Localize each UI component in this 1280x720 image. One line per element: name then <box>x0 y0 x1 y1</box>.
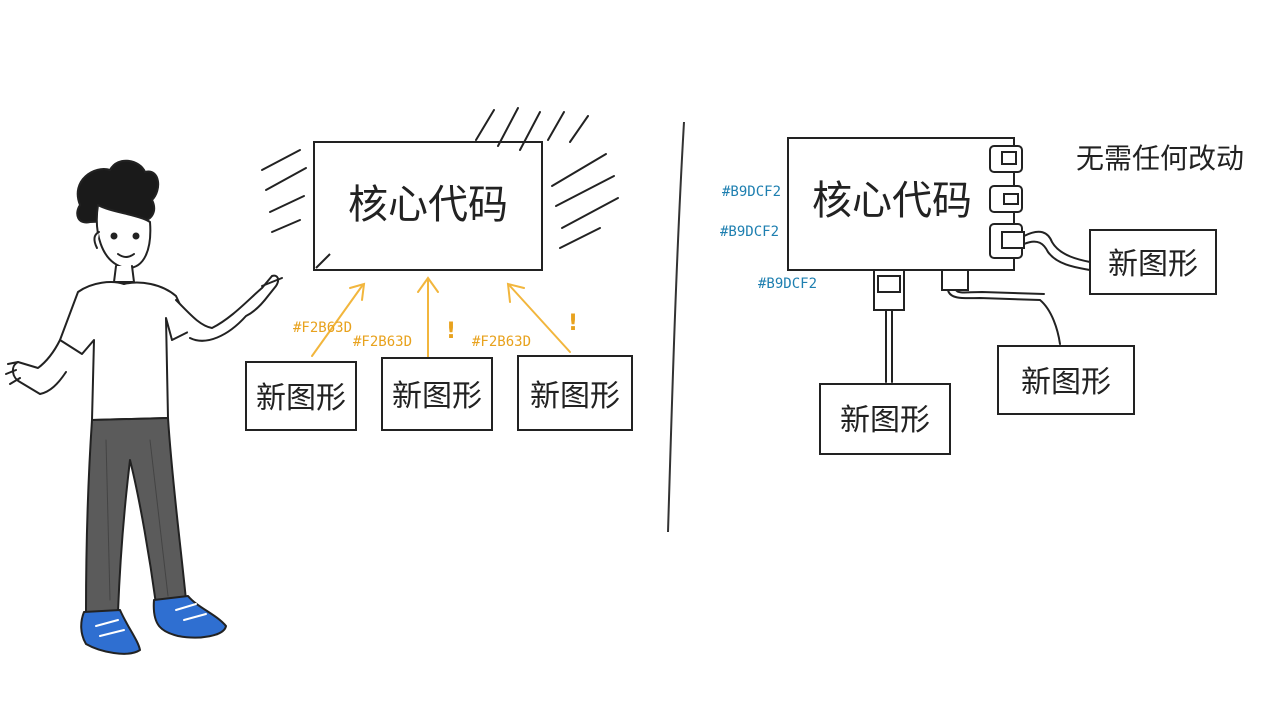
arrow-group <box>311 276 571 359</box>
plug-color-label-2: #B9DCF2 <box>720 224 779 240</box>
new-shape-box-right-3: 新图形 <box>997 345 1135 415</box>
no-change-note: 无需任何改动 <box>1076 142 1244 175</box>
new-shape-label: 新图形 <box>840 403 930 438</box>
cable-group <box>885 230 1091 383</box>
plug-color-label-1: #B9DCF2 <box>722 184 781 200</box>
plug-connector-icon <box>873 269 969 311</box>
core-code-box: 核心代码 <box>313 141 543 271</box>
warning-mark-icon: ! <box>568 311 578 336</box>
plug-connector-icon <box>989 145 1025 259</box>
panel-divider <box>667 121 685 533</box>
core-code-label: 核心代码 <box>812 178 972 224</box>
arrow-color-label-1: #F2B63D <box>293 320 352 336</box>
new-shape-box-right-1: 新图形 <box>1089 229 1217 295</box>
new-shape-box-3: 新图形 <box>517 355 633 431</box>
speed-lines-icon <box>261 107 619 249</box>
arrow-3 <box>509 285 571 353</box>
person-presenter-icon <box>5 159 283 655</box>
arrow-1 <box>311 285 363 357</box>
new-shape-label: 新图形 <box>392 379 482 414</box>
new-shape-label: 新图形 <box>256 381 346 416</box>
core-code-box-plugin: 核心代码 <box>787 137 1015 271</box>
new-shape-box-2: 新图形 <box>381 357 493 431</box>
new-shape-box-right-2: 新图形 <box>819 383 951 455</box>
arrow-color-label-2: #F2B63D <box>353 334 412 350</box>
new-shape-label: 新图形 <box>1021 365 1111 400</box>
warning-mark-icon: ! <box>446 319 456 344</box>
new-shape-box-1: 新图形 <box>245 361 357 431</box>
core-code-label: 核心代码 <box>348 182 508 228</box>
plug-color-label-3: #B9DCF2 <box>758 276 817 292</box>
left-panel: 核心代码 #F2B63D #F2B63D #F2B63D ! ! 新图形 新图形 <box>245 107 633 431</box>
new-shape-label: 新图形 <box>1108 247 1198 282</box>
arrow-color-label-3: #F2B63D <box>472 334 531 350</box>
right-panel: 核心代码 #B9DCF2 #B9DCF2 #B9DCF2 <box>720 137 1244 455</box>
new-shape-label: 新图形 <box>530 379 620 414</box>
